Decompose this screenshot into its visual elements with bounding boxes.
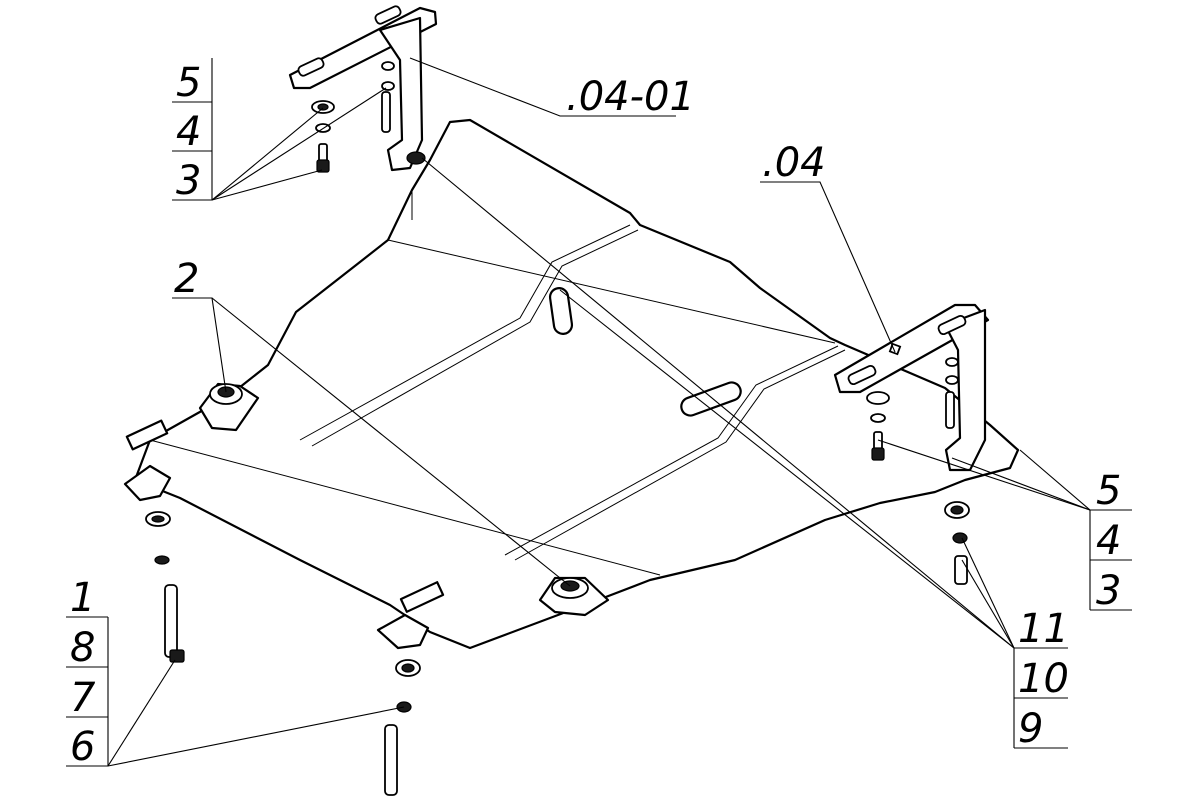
- label-stack-bottom-left: 1 8 7 6: [66, 575, 109, 770]
- clip-right: [399, 581, 445, 613]
- label-7: 7: [70, 675, 96, 721]
- bracket-04: [833, 303, 990, 472]
- label-5: 5: [1096, 468, 1121, 514]
- label-part-2: 2: [174, 256, 199, 302]
- bolt-stack-bottom-right: [944, 501, 970, 585]
- label-11: 11: [1018, 606, 1069, 652]
- label-4: 4: [176, 109, 201, 155]
- label-stack-right: 5 4 3: [1089, 468, 1132, 614]
- leader-lines: [107, 57, 1091, 767]
- label-part-04-01: .04-01: [566, 74, 695, 120]
- label-stack-bottom-right: 11 10 9: [1013, 606, 1069, 752]
- label-10: 10: [1018, 656, 1069, 702]
- skid-plate: [123, 118, 1020, 650]
- bolt-stack-right: [866, 391, 890, 461]
- label-8: 8: [70, 625, 95, 671]
- label-stack-top-left: 5 4 3: [172, 58, 213, 204]
- front-tab-right: [376, 613, 430, 650]
- bolt-stack-top-left: [311, 100, 335, 173]
- vent-slot-upper: [548, 287, 574, 335]
- long-bolt-left: [145, 511, 185, 663]
- clip-left: [125, 419, 169, 451]
- vent-slot-lower: [680, 381, 742, 417]
- label-6: 6: [70, 724, 95, 770]
- label-4: 4: [1096, 518, 1121, 564]
- bracket-04-01: [288, 5, 438, 172]
- mount-lug-right: [538, 576, 610, 617]
- label-part-04: .04: [762, 140, 826, 186]
- front-tab-left: [123, 464, 172, 502]
- label-3: 3: [1096, 568, 1121, 614]
- long-bolt-bottom: [384, 659, 421, 796]
- label-3: 3: [176, 158, 201, 204]
- label-9: 9: [1018, 706, 1043, 752]
- label-5: 5: [176, 60, 201, 106]
- label-1: 1: [70, 575, 95, 621]
